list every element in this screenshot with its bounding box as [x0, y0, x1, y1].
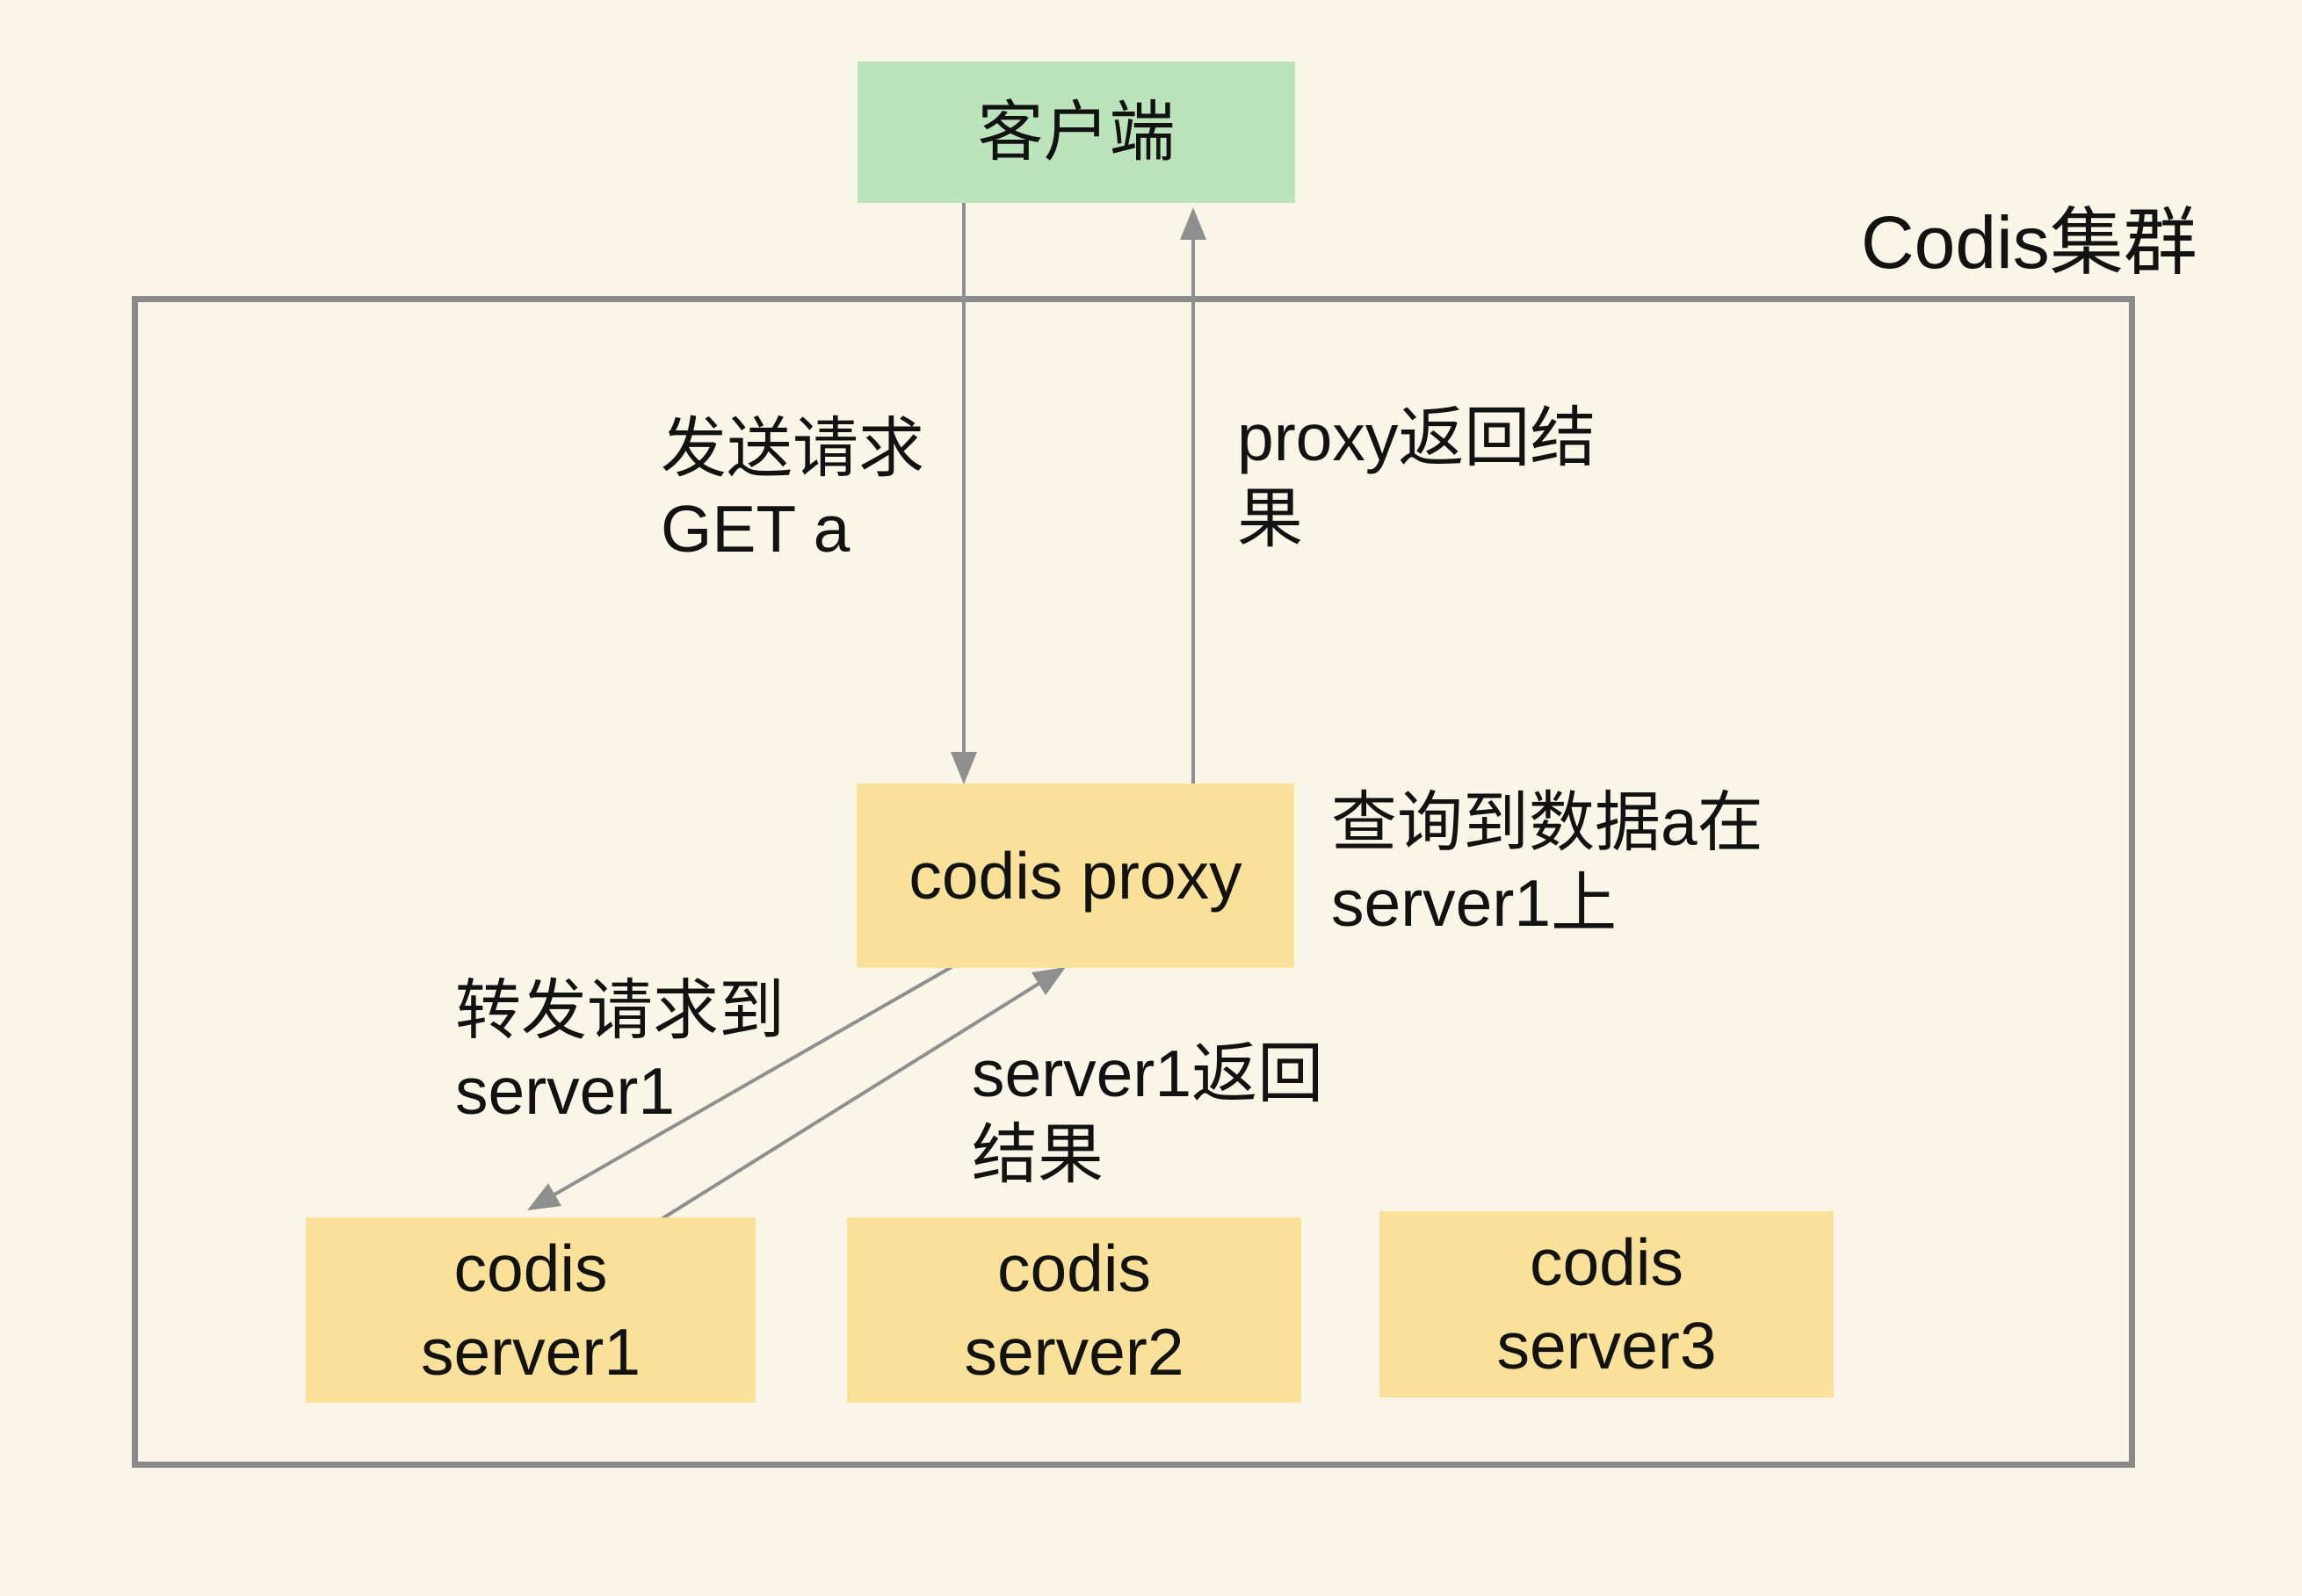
annotation-proxy-return-line2: 果 — [1237, 481, 1304, 555]
annotation-proxy-return: proxy返回结 果 — [1237, 397, 1596, 559]
annotation-forward-request-line1: 转发请求到 — [455, 973, 785, 1047]
node-codis-server1-label-line2: server1 — [420, 1314, 641, 1389]
annotation-proxy-return-line1: proxy返回结 — [1237, 401, 1596, 474]
node-codis-server2-label-line2: server2 — [964, 1314, 1184, 1389]
annotation-server-return-line1: server1返回 — [972, 1036, 1324, 1110]
node-codis-server3-label-line2: server3 — [1496, 1309, 1717, 1383]
annotation-server-return: server1返回 结果 — [972, 1033, 1323, 1195]
node-codis-server3-label-line1: codis — [1529, 1225, 1684, 1299]
proxy-return-arrowhead — [1180, 207, 1206, 240]
node-client: 客户端 — [858, 61, 1295, 203]
annotation-send-request-line1: 发送请求 — [661, 411, 925, 485]
node-codis-server1: codis server1 — [306, 1217, 756, 1403]
codis-cluster-boundary — [132, 296, 2135, 1468]
node-codis-server1-label-line1: codis — [453, 1231, 608, 1305]
annotation-query-result: 查询到数据a在 server1上 — [1331, 782, 1763, 943]
annotation-forward-request: 转发请求到 server1 — [455, 970, 785, 1131]
node-codis-proxy: codis proxy — [857, 784, 1294, 968]
codis-cluster-label: Codis集群 — [1861, 201, 2197, 284]
node-codis-server2: codis server2 — [847, 1217, 1301, 1403]
annotation-server-return-line2: 结果 — [972, 1117, 1104, 1191]
node-codis-server3: codis server3 — [1379, 1211, 1834, 1397]
annotation-forward-request-line2: server1 — [455, 1054, 676, 1128]
annotation-query-result-line1: 查询到数据a在 — [1331, 785, 1763, 859]
node-codis-server2-label-line1: codis — [996, 1231, 1152, 1305]
annotation-query-result-line2: server1上 — [1331, 866, 1618, 940]
annotation-send-request-line2: GET a — [661, 492, 851, 566]
node-client-label: 客户端 — [977, 95, 1176, 169]
node-codis-proxy-label: codis proxy — [908, 838, 1242, 913]
annotation-send-request: 发送请求 GET a — [661, 408, 924, 569]
